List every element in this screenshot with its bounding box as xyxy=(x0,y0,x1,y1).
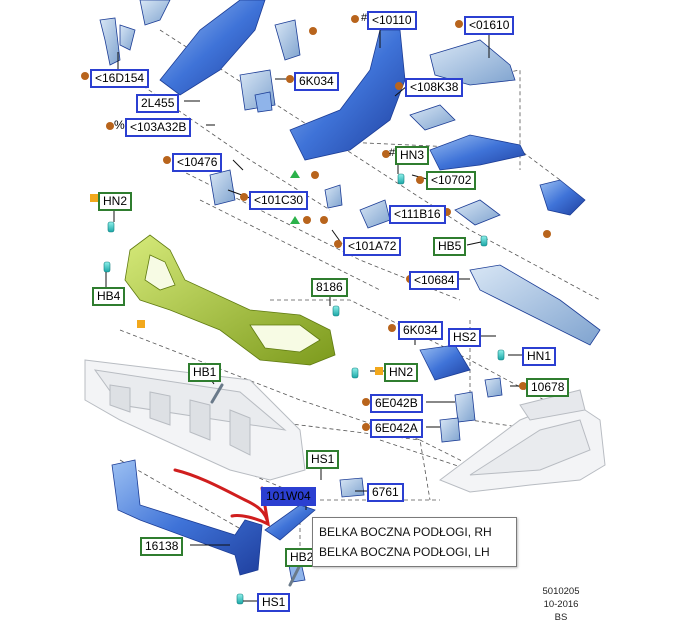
part-label-101c30[interactable]: <101C30 xyxy=(249,191,309,210)
part-label-10110[interactable]: <10110 xyxy=(367,11,417,30)
part-label-6k034-top[interactable]: 6K034 xyxy=(294,72,339,91)
part-label-108k38[interactable]: <108K38 xyxy=(405,78,464,97)
diagram-initials: BS xyxy=(554,612,568,623)
diagram-date: 10-2016 xyxy=(543,599,579,610)
upper-rail xyxy=(429,134,526,171)
part-label-101a72[interactable]: <101A72 xyxy=(343,237,402,256)
part-label-6e042b[interactable]: 6E042B xyxy=(370,394,423,413)
hash-marker-hn3: # xyxy=(389,147,396,159)
tooltip-line-lh: BELKA BOCZNA PODŁOGI, LH xyxy=(319,545,490,559)
part-label-01610[interactable]: <01610 xyxy=(464,16,515,35)
tooltip-line-rh: BELKA BOCZNA PODŁOGI, RH xyxy=(319,525,492,539)
front-bumper-beam-outline xyxy=(84,359,306,481)
blue-parts xyxy=(99,0,601,583)
side-rail-rear xyxy=(469,264,601,346)
red-annotation-line xyxy=(173,468,270,527)
wheelhouse-panel xyxy=(289,29,406,161)
part-label-10684[interactable]: <10684 xyxy=(409,271,460,290)
part-label-hn2-upper[interactable]: HN2 xyxy=(98,192,133,211)
part-label-hn2-lower[interactable]: HN2 xyxy=(384,363,419,382)
part-label-hb4[interactable]: HB4 xyxy=(92,287,126,306)
part-label-10476[interactable]: <10476 xyxy=(172,153,223,172)
fasteners xyxy=(103,173,505,605)
green-triangles xyxy=(290,170,300,224)
percent-marker: % xyxy=(114,118,125,132)
part-label-103a32b[interactable]: <103A32B xyxy=(125,118,192,137)
orange-side-dots xyxy=(303,216,311,224)
crossmember-lower xyxy=(111,459,263,576)
part-label-hs2[interactable]: HS2 xyxy=(448,328,482,347)
part-label-6e042a[interactable]: 6E042A xyxy=(370,419,423,438)
part-label-6761[interactable]: 6761 xyxy=(367,483,404,502)
part-label-hb2[interactable]: HB2 xyxy=(285,548,319,567)
part-label-hs1-lower[interactable]: HS1 xyxy=(257,593,291,612)
dash-panel-top xyxy=(429,39,516,86)
yellow-squares xyxy=(90,194,383,375)
part-label-10678[interactable]: 10678 xyxy=(526,378,570,397)
part-label-8186[interactable]: 8186 xyxy=(311,278,348,297)
orange-dots xyxy=(81,15,551,431)
part-label-2l455[interactable]: 2L455 xyxy=(136,94,180,113)
part-label-hn3[interactable]: HN3 xyxy=(395,146,430,165)
front-apron-panel xyxy=(159,0,266,96)
part-label-hb5[interactable]: HB5 xyxy=(433,237,467,256)
bolt-pins xyxy=(210,383,302,587)
part-tooltip: BELKA BOCZNA PODŁOGI, RH BELKA BOCZNA PO… xyxy=(312,517,517,567)
floor-side-beam xyxy=(264,504,316,541)
hash-marker-10110: # xyxy=(361,12,368,24)
part-label-hn1[interactable]: HN1 xyxy=(522,347,557,366)
diagram-code: 5010205 xyxy=(542,586,580,597)
part-label-111b16[interactable]: <111B16 xyxy=(389,205,446,224)
part-label-hb1[interactable]: HB1 xyxy=(188,363,222,382)
part-label-10702[interactable]: <10702 xyxy=(426,171,477,190)
part-label-101w04[interactable]: 101W04 xyxy=(261,487,316,506)
side-member-outline xyxy=(438,389,606,493)
radiator-support xyxy=(124,234,336,366)
part-label-hs1-upper[interactable]: HS1 xyxy=(306,450,340,469)
part-label-16d154[interactable]: <16D154 xyxy=(90,69,150,88)
part-label-6k034-mid[interactable]: 6K034 xyxy=(398,321,443,340)
part-label-16138[interactable]: 16138 xyxy=(140,537,184,556)
